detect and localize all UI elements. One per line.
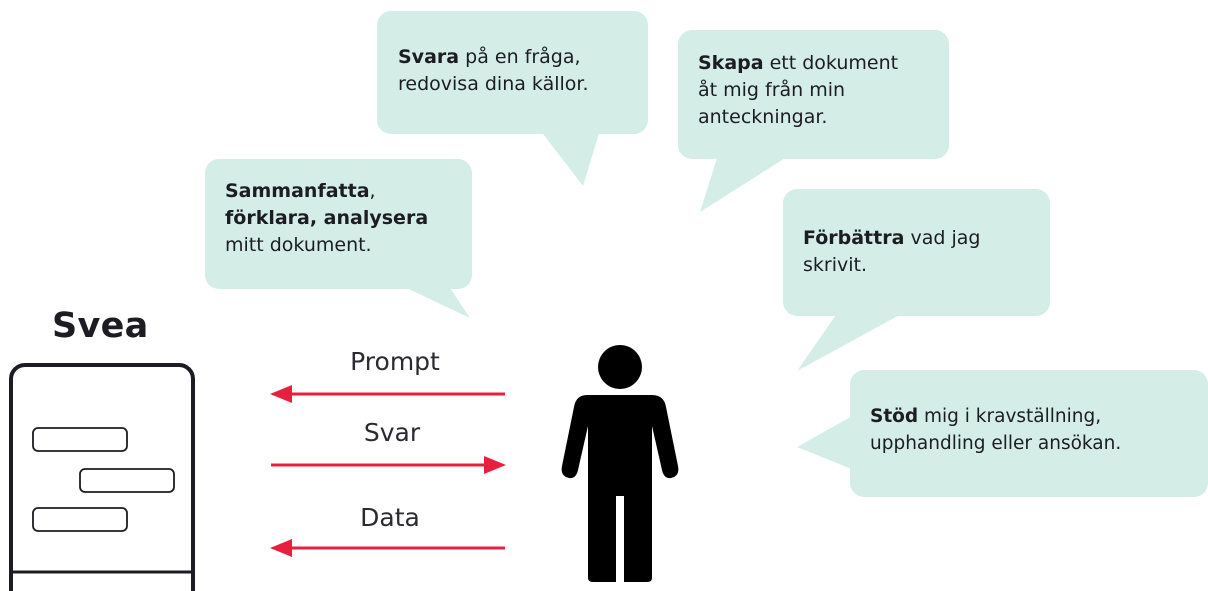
bubble-line: Förbättra vad jag <box>803 227 981 249</box>
arrow-data <box>270 539 505 557</box>
bubble-text-skapa: Skapa ett dokument åt mig från min antec… <box>698 50 898 131</box>
bubble-line: åt mig från min <box>698 79 846 101</box>
arrow-svar <box>271 456 506 474</box>
bubble-line: Sammanfatta, <box>225 180 376 202</box>
bubble-line: mitt dokument. <box>225 234 372 256</box>
window-field-2 <box>79 468 175 493</box>
bubble-line: Svara på en fråga, <box>398 46 581 68</box>
arrow-prompt <box>270 385 505 403</box>
person-icon <box>561 345 679 582</box>
arrow-label-data: Data <box>360 503 420 532</box>
bubble-forbattra <box>783 189 1050 371</box>
arrow-label-svar: Svar <box>363 418 421 447</box>
window-field-1 <box>32 427 128 452</box>
arrow-label-prompt: Prompt <box>350 347 440 376</box>
bubble-svara <box>377 11 648 186</box>
bubble-line: redovisa dina källor. <box>398 73 589 95</box>
bubble-line: Stöd mig i kravställning, <box>870 406 1102 427</box>
app-title: Svea <box>52 306 149 346</box>
window-field-3 <box>32 507 128 532</box>
bubble-line: anteckningar. <box>698 106 828 128</box>
bubble-text-sammanfatta: Sammanfatta, förklara, analysera mitt do… <box>225 178 428 259</box>
bubble-line: förklara, analysera <box>225 207 429 229</box>
bubble-sammanfatta <box>205 159 472 318</box>
document-window-icon <box>9 363 195 591</box>
bubble-text-stod: Stöd mig i kravställning, upphandling el… <box>870 403 1121 457</box>
bubble-stod <box>797 370 1208 497</box>
bubble-text-forbattra: Förbättra vad jag skrivit. <box>803 225 980 279</box>
bubble-line: upphandling eller ansökan. <box>870 433 1122 454</box>
bubble-line: skrivit. <box>803 254 868 276</box>
bubble-skapa <box>678 30 949 212</box>
bubble-line: Skapa ett dokument <box>698 52 899 74</box>
bubble-text-svara: Svara på en fråga, redovisa dina källor. <box>398 44 589 98</box>
